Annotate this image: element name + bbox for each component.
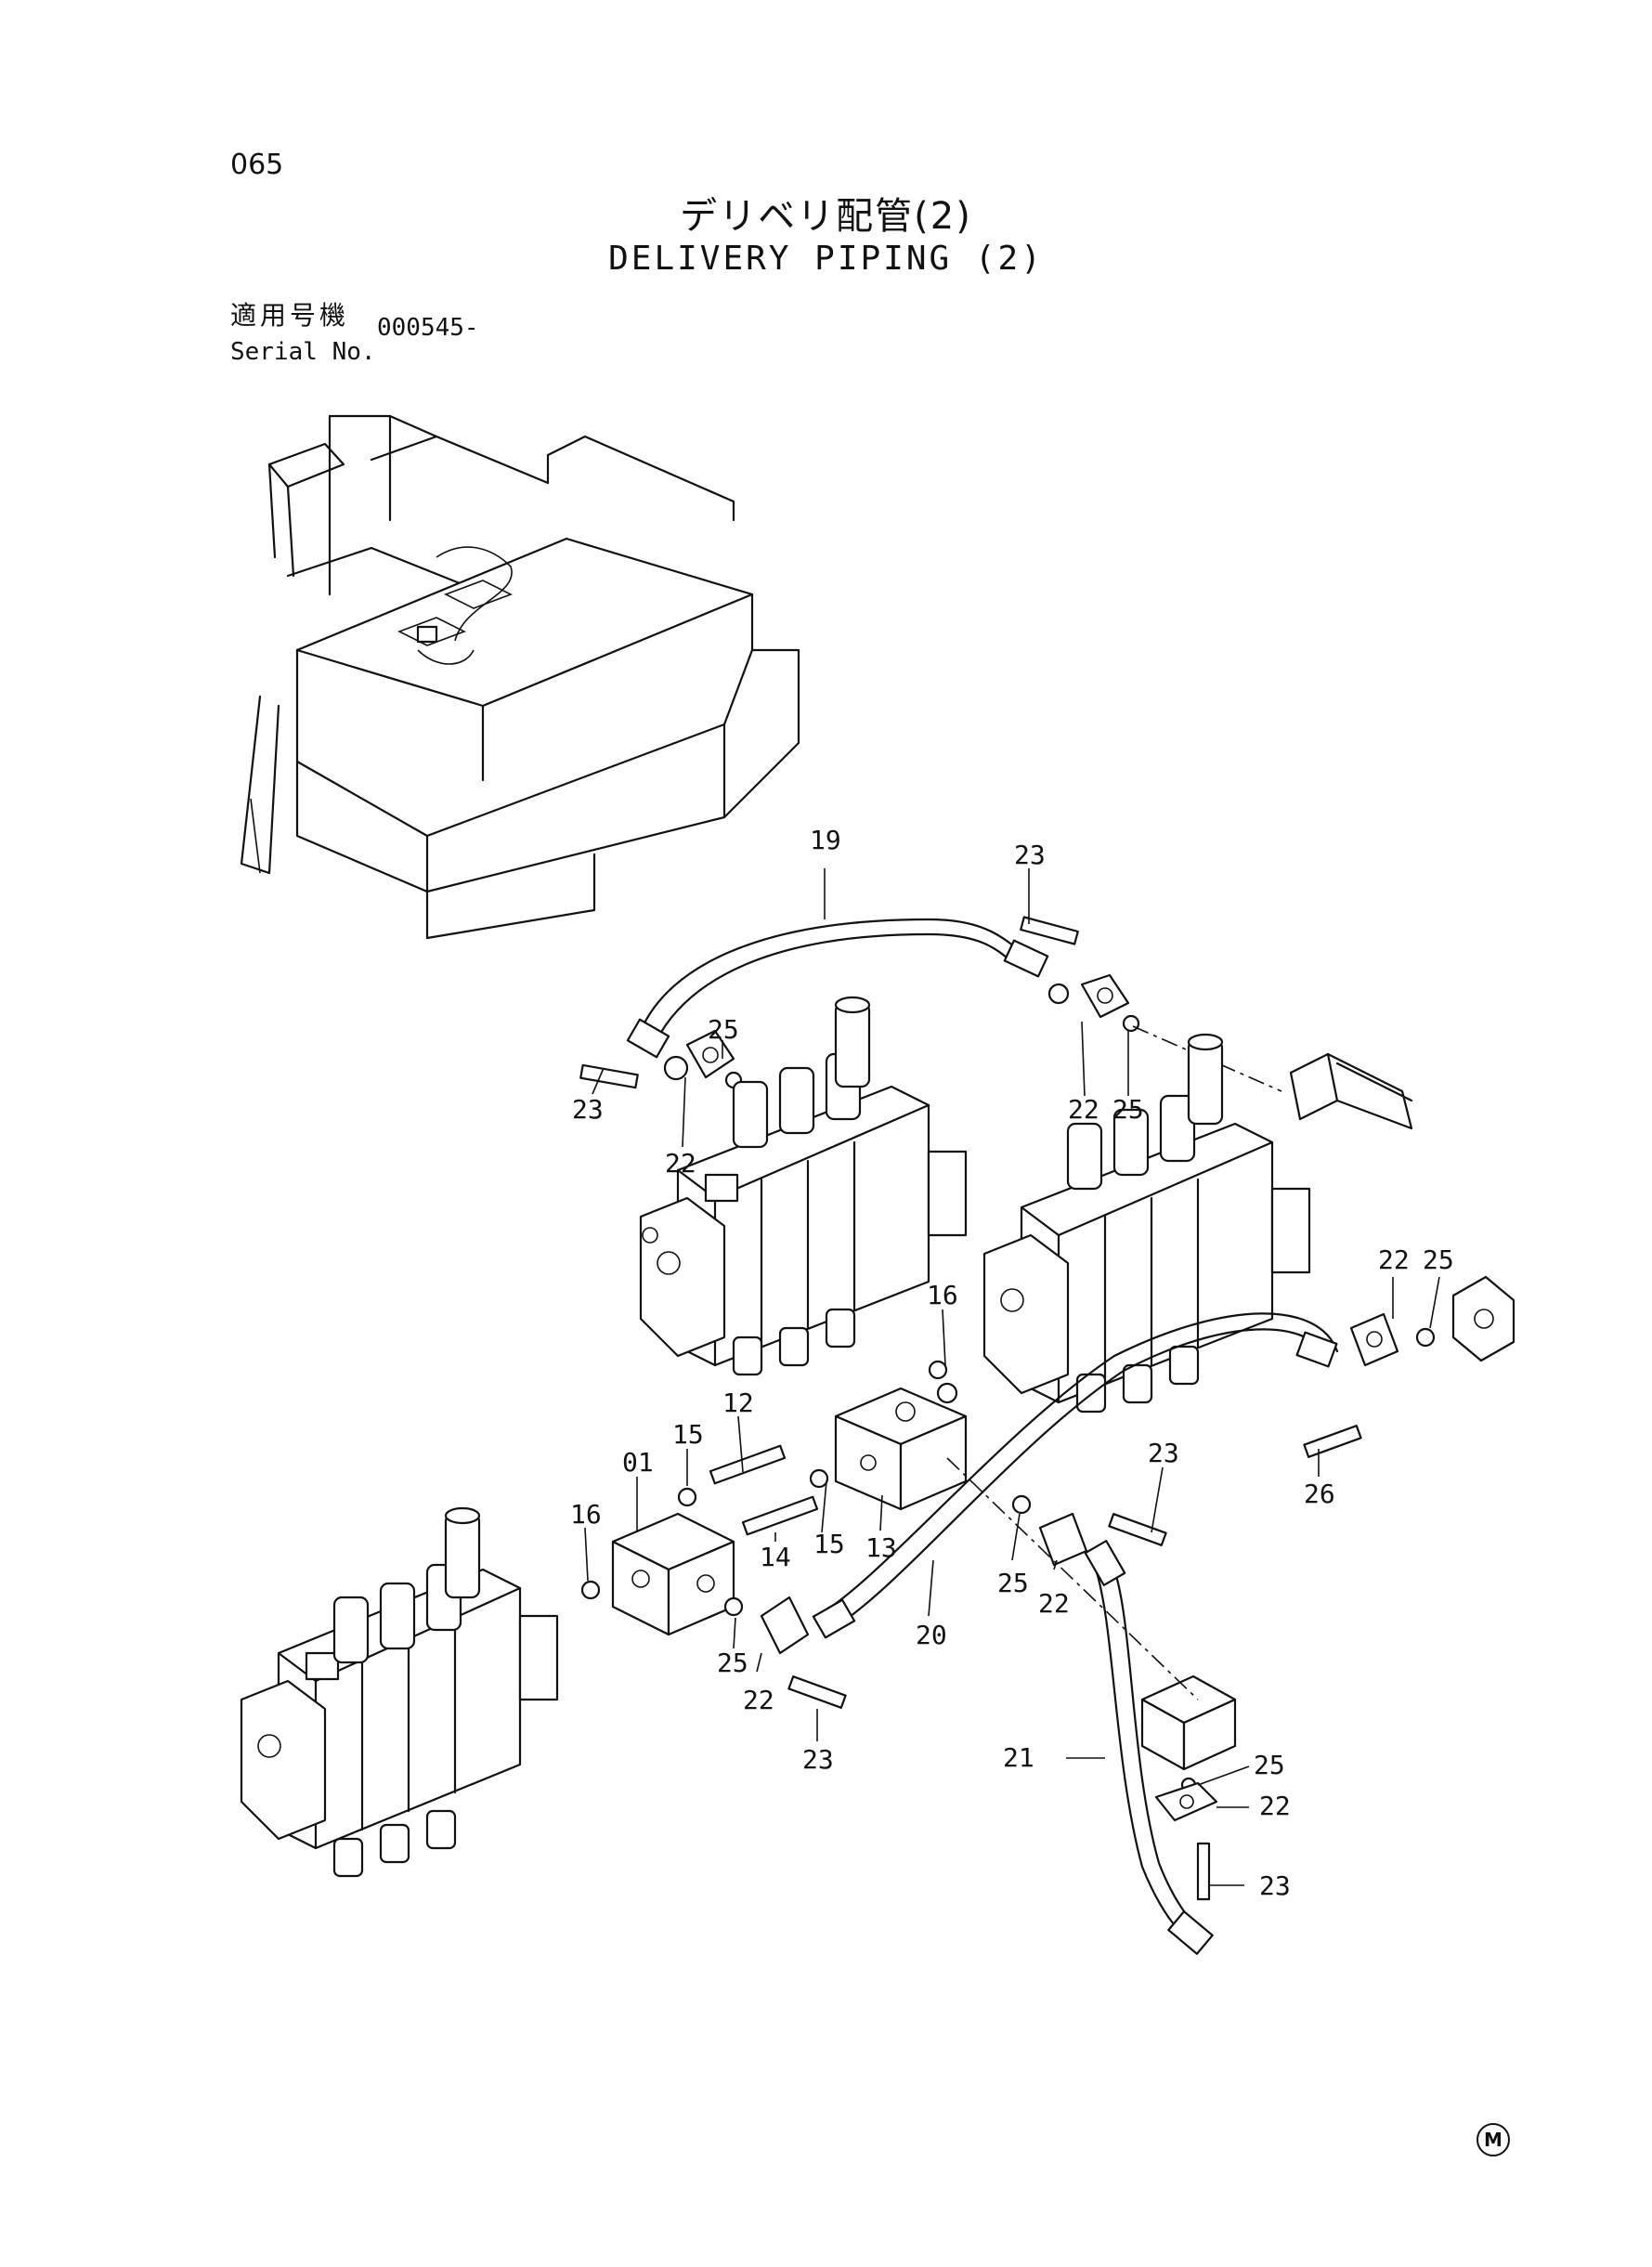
callout-20: 20 <box>916 1620 947 1650</box>
callout-25-lower-right: 25 <box>1254 1750 1285 1780</box>
callout-14: 14 <box>760 1542 791 1572</box>
callout-01: 01 <box>622 1447 654 1478</box>
callout-19: 19 <box>810 825 841 855</box>
callout-23-top: 23 <box>1014 840 1046 870</box>
hose-21 <box>1084 1540 1214 1955</box>
callout-16-lower: 16 <box>570 1499 602 1530</box>
manufacturer-mark: M <box>1476 2123 1510 2156</box>
control-valve-lower-left <box>240 1506 559 1878</box>
hose-19 <box>626 918 1049 1059</box>
callout-22-lower-right: 22 <box>1259 1791 1291 1821</box>
center-line-upper <box>1132 1025 1282 1092</box>
callout-25-right: 25 <box>1423 1244 1454 1275</box>
callout-26: 26 <box>1304 1479 1335 1509</box>
callout-15-upper: 15 <box>672 1419 704 1450</box>
callout-15-lower: 15 <box>813 1529 845 1559</box>
serial-value: 000545- <box>377 314 479 342</box>
block-13 <box>834 1387 968 1511</box>
control-valve-right <box>982 1033 1311 1414</box>
title-japanese: デリベリ配管(2) <box>680 195 972 238</box>
callout-22-upper-right: 22 <box>1068 1094 1099 1125</box>
callout-12: 12 <box>722 1388 754 1418</box>
callout-22-right: 22 <box>1378 1244 1410 1275</box>
callout-25-upper-right: 25 <box>1112 1094 1144 1125</box>
callout-23-lower-right: 23 <box>1259 1870 1291 1901</box>
callout-21: 21 <box>1003 1742 1034 1773</box>
callout-22-left: 22 <box>665 1148 696 1179</box>
callout-22-lower-left: 22 <box>743 1685 774 1715</box>
center-line-lower <box>946 1457 1199 1700</box>
hose-20-fittings <box>723 1275 1515 1709</box>
control-valve-center <box>639 996 968 1376</box>
title-english: DELIVERY PIPING (2) <box>608 240 1044 278</box>
callout-22-mid: 22 <box>1038 1588 1070 1619</box>
machine-frame-drawing <box>240 414 800 940</box>
leader-lines <box>584 868 1440 1886</box>
callout-23-mid-right: 23 <box>1148 1438 1179 1468</box>
callout-labels: 19 23 25 23 22 22 25 22 25 16 12 15 01 2… <box>570 825 1454 1901</box>
callout-16-upper: 16 <box>927 1280 958 1310</box>
bolts-12-14 <box>580 1360 948 1600</box>
callout-25-lower-left: 25 <box>717 1648 748 1678</box>
hose-20 <box>812 1312 1339 1639</box>
right-port-block-upper <box>1289 1052 1413 1130</box>
block-01 <box>611 1512 735 1636</box>
serial-label-english: Serial No. <box>230 338 376 366</box>
lower-right-port-block <box>1140 1674 1237 1901</box>
callout-25-mid: 25 <box>997 1568 1029 1598</box>
page-number: 065 <box>230 149 284 181</box>
serial-label-japanese: 適用号機 <box>230 300 350 331</box>
callout-23-lower-left: 23 <box>802 1744 834 1775</box>
callout-25-left: 25 <box>708 1014 739 1045</box>
callout-13: 13 <box>865 1532 897 1563</box>
callout-23-left: 23 <box>572 1094 604 1125</box>
